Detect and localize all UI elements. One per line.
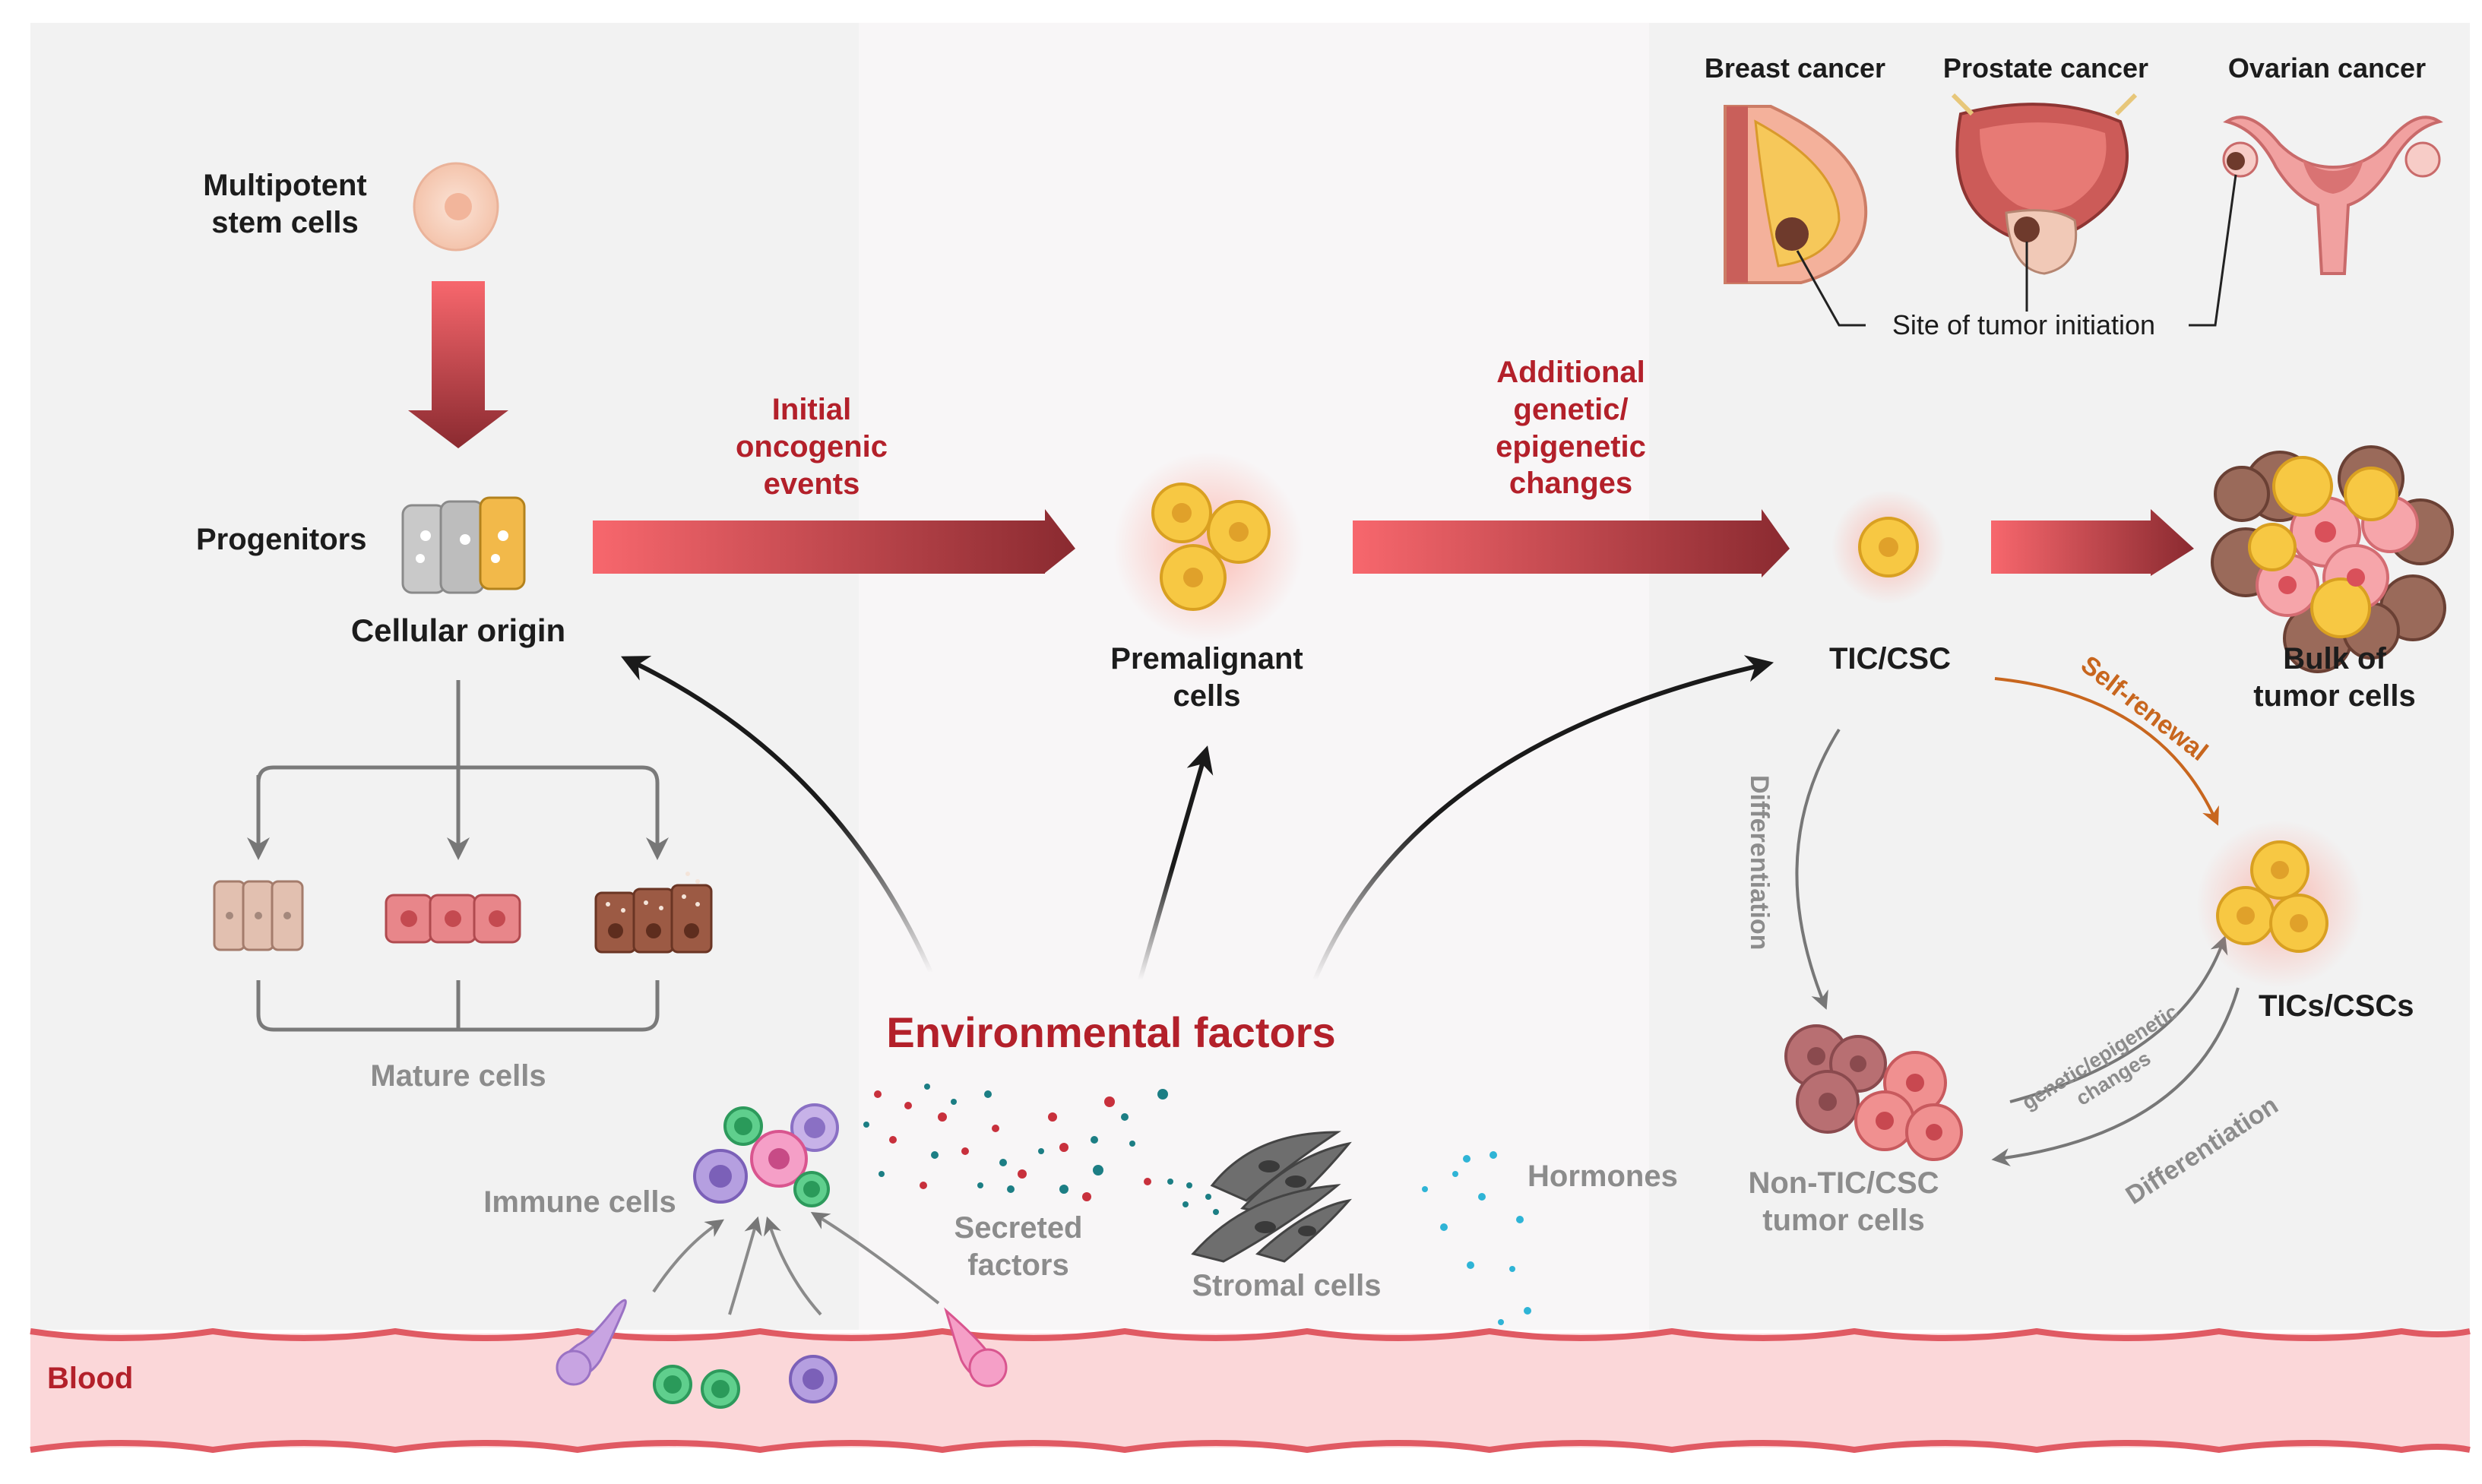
immune-cells-label: Immune cells xyxy=(483,1185,676,1219)
blood-label: Blood xyxy=(47,1362,134,1395)
stem-cell-icon xyxy=(413,162,499,252)
immune-arrows xyxy=(652,1211,940,1316)
tic-csc-label: TIC/CSC xyxy=(1829,642,1951,676)
self-renewal-arrow xyxy=(1994,677,2219,826)
middle-panel-bg xyxy=(859,23,1649,1330)
differentiation-arrow-down xyxy=(1795,728,1841,1010)
tic-cell-icon xyxy=(1831,490,1945,604)
arrow-initial-events xyxy=(593,509,1075,574)
mature-cells-label: Mature cells xyxy=(370,1059,546,1093)
arrow-to-bulk xyxy=(1991,509,2194,576)
tics-cscs-label: TICs/CSCs xyxy=(2259,989,2414,1023)
environmental-arrows xyxy=(621,655,1774,982)
ovarian-cancer-label: Ovarian cancer xyxy=(2227,52,2427,84)
arrow-additional-changes xyxy=(1353,509,1790,577)
tics-cluster-icon xyxy=(2196,821,2363,988)
stromal-cells-label: Stromal cells xyxy=(1192,1269,1382,1302)
differentiation-vertical-label: Differentiation xyxy=(1745,775,1774,951)
uterus-icon xyxy=(2222,115,2443,275)
prostate-icon xyxy=(1951,93,2138,275)
site-tumor-initiation-label: Site of tumor initiation xyxy=(1892,309,2156,340)
breast-cancer-label: Breast cancer xyxy=(1704,52,1886,84)
mature-tree-lines xyxy=(247,680,669,1032)
progenitor-cells-icon xyxy=(401,496,526,594)
stromal-cell-icon xyxy=(1191,1131,1352,1263)
differentiation-arrow-back xyxy=(1991,987,2240,1166)
secreted-factors-icon xyxy=(863,1084,1219,1215)
premalignant-cells-icon xyxy=(1113,452,1303,642)
immune-cell-icon xyxy=(693,1103,839,1207)
progenitors-label: Progenitors xyxy=(196,523,367,556)
cellular-origin-label: Cellular origin xyxy=(350,612,566,648)
blood-cells-icon xyxy=(556,1299,1008,1409)
blood-vessel-icon xyxy=(30,1327,2471,1454)
mature-cells-icon xyxy=(213,872,713,954)
stem-to-progenitor-arrow xyxy=(408,281,508,448)
genetic-changes-arrow xyxy=(2009,935,2228,1103)
environmental-factors-label: Environmental factors xyxy=(886,1008,1336,1056)
breast-icon xyxy=(1724,105,1868,284)
site-callout-lines xyxy=(1796,174,2237,327)
hormones-label: Hormones xyxy=(1528,1160,1678,1193)
non-tic-cells-icon xyxy=(1784,1024,1963,1161)
tumor-bulk-icon xyxy=(2211,445,2454,673)
prostate-cancer-label: Prostate cancer xyxy=(1942,52,2149,84)
